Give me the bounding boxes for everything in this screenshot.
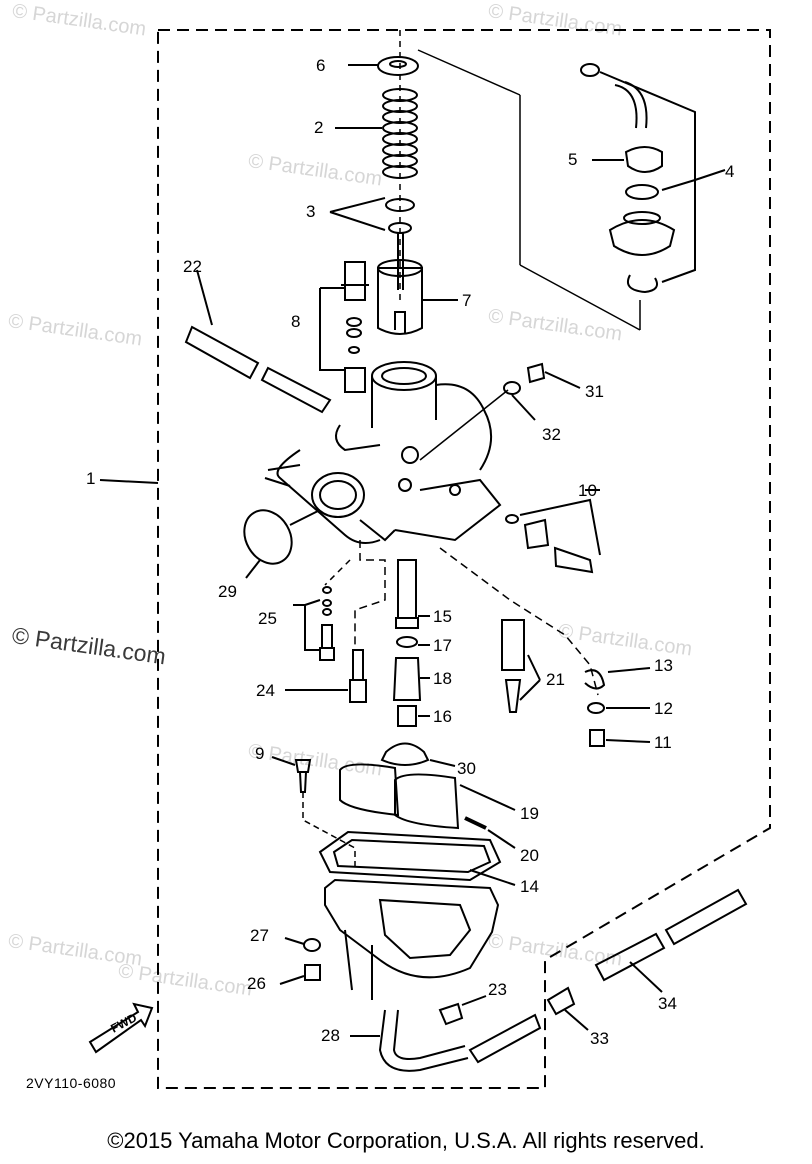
callout-19: 19	[520, 804, 539, 823]
callout-3: 3	[306, 202, 316, 221]
callout-4: 4	[725, 162, 735, 181]
callout-25: 25	[258, 609, 277, 628]
callout-7: 7	[462, 291, 472, 310]
top-cap	[608, 219, 676, 256]
emulsion-tube-15	[397, 559, 417, 619]
carburetor-body-1	[264, 361, 502, 545]
callout-26: 26	[247, 974, 266, 993]
diagram-code: 2VY110-6080	[26, 1075, 117, 1091]
callout-34: 34	[658, 994, 677, 1013]
callout-20: 20	[520, 846, 539, 865]
callout-5: 5	[568, 150, 578, 169]
callout-6: 6	[316, 56, 326, 75]
hose-28	[378, 1009, 469, 1072]
callout-14: 14	[520, 877, 539, 896]
callout-2: 2	[314, 118, 324, 137]
spring-2	[382, 88, 418, 179]
gasket-14	[318, 830, 502, 882]
throttle-valve-7	[377, 267, 423, 335]
assembly-boundary	[157, 29, 771, 1089]
callout-33: 33	[590, 1029, 609, 1048]
callout-12: 12	[654, 699, 673, 718]
callout-23: 23	[488, 980, 507, 999]
callout-18: 18	[433, 669, 452, 688]
pipe-22	[184, 325, 260, 380]
callout-24: 24	[256, 681, 275, 700]
callout-22: 22	[183, 257, 202, 276]
callout-11: 11	[654, 733, 672, 752]
cap-5	[624, 146, 663, 173]
callout-10: 10	[578, 481, 597, 500]
callout-13: 13	[654, 656, 673, 675]
callout-8: 8	[291, 312, 301, 331]
callout-29: 29	[218, 582, 237, 601]
callout-21: 21	[546, 670, 565, 689]
float-19	[339, 763, 400, 817]
callout-28: 28	[321, 1026, 340, 1045]
callout-32: 32	[542, 425, 561, 444]
callout-27: 27	[250, 926, 269, 945]
hose-34	[594, 932, 666, 982]
callout-9: 9	[255, 744, 265, 763]
callout-17: 17	[433, 636, 452, 655]
o-ring-29	[243, 509, 293, 565]
callout-15: 15	[433, 607, 452, 626]
callout-30: 30	[457, 759, 476, 778]
float-bowl	[324, 878, 500, 979]
fwd-arrow	[88, 1002, 154, 1054]
callout-16: 16	[433, 707, 452, 726]
copyright-notice: ©2015 Yamaha Motor Corporation, U.S.A. A…	[107, 1128, 705, 1153]
callout-1: 1	[86, 469, 96, 488]
pilot-screw-8	[341, 261, 369, 301]
callout-31: 31	[585, 382, 604, 401]
